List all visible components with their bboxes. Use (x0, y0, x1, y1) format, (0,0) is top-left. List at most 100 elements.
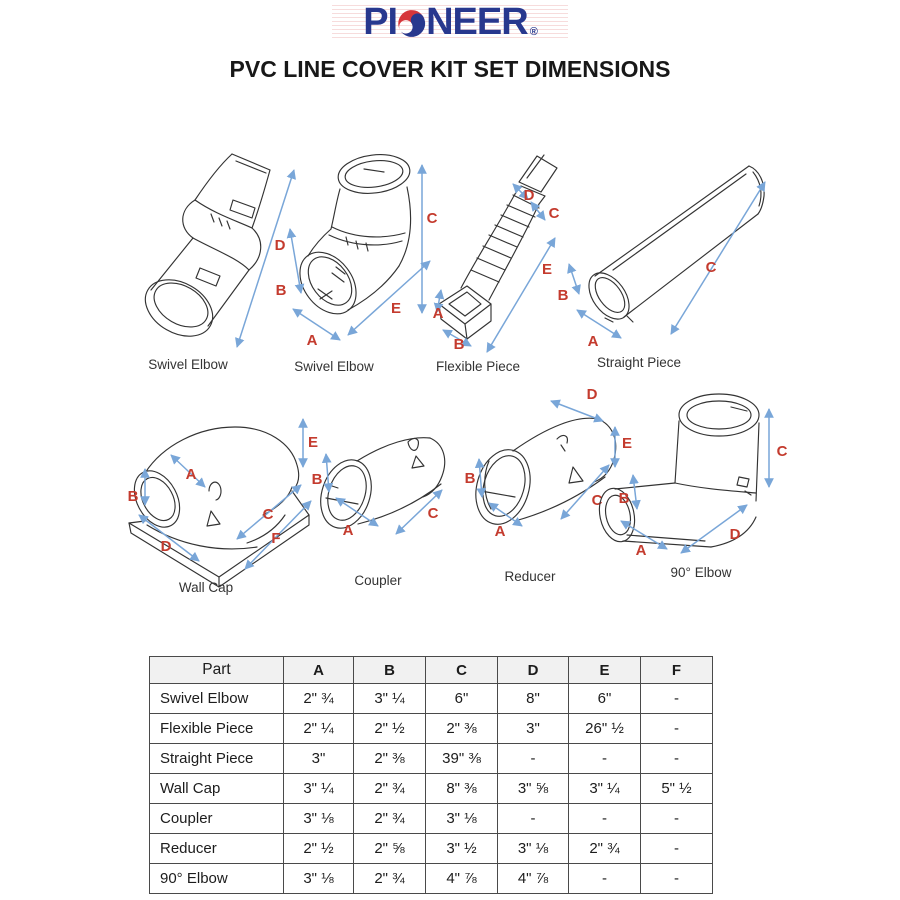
dim-letter-b: B (558, 287, 569, 304)
dimension-arrow (170, 454, 206, 488)
figure-caption: Swivel Elbow (294, 359, 374, 374)
dim-cell: 3" ½ (425, 833, 498, 864)
table-row: Coupler 3" ⅛ 2" ¾ 3" ⅛ - - - (149, 803, 713, 834)
dimension-arrow (286, 228, 305, 294)
part-cell: Reducer (149, 833, 284, 864)
dim-letter-b: B (619, 490, 630, 507)
dimension-arrow (567, 263, 581, 295)
part-cell: Straight Piece (149, 743, 284, 774)
coupler-figure: B A C (302, 398, 452, 583)
dim-cell: 2" ½ (353, 713, 426, 744)
header-row: Part A B C D E F (149, 656, 713, 684)
dimension-arrow (629, 474, 641, 510)
dimension-arrow (620, 520, 668, 550)
dimension-arrow (486, 237, 556, 353)
dimension-arrow (488, 502, 523, 527)
table-row: Straight Piece 3" 2" ⅜ 39" ⅜ - - - (149, 743, 713, 774)
dimension-arrow (560, 464, 610, 520)
dim-cell: 2" ¾ (283, 683, 354, 714)
dim-letter-e: E (391, 300, 401, 317)
dim-letter-c: C (263, 506, 274, 523)
dim-letter-c: C (549, 205, 560, 222)
page-title: PVC LINE COVER KIT SET DIMENSIONS (229, 56, 671, 82)
dim-letter-a: A (307, 332, 318, 349)
dim-cell: 3" (283, 743, 354, 774)
dim-cell: 2" ¾ (568, 833, 641, 864)
figure-caption: Flexible Piece (435, 359, 521, 374)
dim-cell: 26" ½ (568, 713, 641, 744)
part-sketch (588, 165, 765, 323)
figure-caption: Coupler (354, 573, 402, 588)
figure-caption: Swivel Elbow (148, 357, 228, 372)
dim-letter-b: B (465, 470, 476, 487)
table-row: Wall Cap 3" ¼ 2" ¾ 8" ⅜ 3" ⅝ 3" ¼ 5" ½ (149, 773, 713, 804)
part-sketch (128, 426, 310, 588)
dim-cell: 6" (425, 683, 498, 714)
dimension-arrow (474, 458, 487, 498)
dimensions-table: Part A B C D E F Swivel Elbow 2" ¾ 3" ¼ … (149, 656, 713, 894)
dim-letter-c: C (592, 492, 603, 509)
dim-cell: 2" ⅝ (353, 833, 426, 864)
dimension-arrow (530, 201, 546, 221)
dim-letter-d: D (161, 538, 172, 555)
dimension-arrow (292, 308, 341, 341)
dim-letter-b: B (454, 336, 465, 353)
table-row: Reducer 2" ½ 2" ⅝ 3" ½ 3" ⅛ 2" ¾ - (149, 833, 713, 864)
dim-letter-e: E (542, 261, 552, 278)
dimension-arrow (244, 500, 312, 570)
figure-caption: Reducer (504, 569, 556, 584)
dim-letter-c: C (706, 259, 717, 276)
part-sketch (438, 154, 558, 340)
brand-text-pre: PI (363, 0, 398, 43)
dim-cell: - (497, 743, 569, 774)
col-header-b: B (353, 656, 426, 684)
brand-text-post: NEER (426, 0, 529, 43)
straight-piece-figure: B A C (553, 148, 773, 353)
dimension-arrow (576, 309, 622, 339)
dimension-arrow (512, 183, 529, 200)
dim-cell: 4" ⅞ (425, 863, 498, 894)
taegeuk-icon (398, 9, 426, 37)
table-row: Flexible Piece 2" ¼ 2" ½ 2" ⅜ 3" 26" ½ - (149, 713, 713, 744)
dimension-arrow (680, 504, 748, 554)
col-header-e: E (568, 656, 641, 684)
dim-cell: - (640, 803, 713, 834)
dim-cell: 3" ⅛ (283, 863, 354, 894)
col-header-f: F (640, 656, 713, 684)
dim-letter-e: E (308, 434, 318, 451)
dim-cell: 3" ¼ (283, 773, 354, 804)
flexible-piece-figure: D C E A B (427, 142, 572, 362)
dim-letter-a: A (433, 305, 444, 322)
dim-cell: 3" ⅝ (497, 773, 569, 804)
part-cell: Wall Cap (149, 773, 284, 804)
dim-cell: 3" ¼ (353, 683, 426, 714)
dim-cell: 5" ½ (640, 773, 713, 804)
dimension-arrow (321, 453, 334, 493)
part-cell: Coupler (149, 803, 284, 834)
table-row: 90° Elbow 3" ⅛ 2" ¾ 4" ⅞ 4" ⅞ - - (149, 863, 713, 894)
part-cell: 90° Elbow (149, 863, 284, 894)
dim-letter-c: C (777, 443, 788, 460)
part-sketch (299, 154, 412, 315)
dim-cell: - (568, 863, 641, 894)
dim-cell: 2" ⅜ (425, 713, 498, 744)
dim-letter-d: D (275, 237, 286, 254)
dim-letter-b: B (276, 282, 287, 299)
dimension-arrow (433, 289, 445, 313)
figure-caption: 90° Elbow (670, 565, 732, 580)
ninety-degree-elbow-figure: C B A D (593, 385, 798, 580)
dim-letter-a: A (495, 523, 506, 540)
dim-letter-b: B (312, 471, 323, 488)
dim-letter-e: E (622, 435, 632, 452)
col-header-c: C (425, 656, 498, 684)
dim-cell: - (640, 683, 713, 714)
dim-cell: 3" (497, 713, 569, 744)
dim-cell: 2" ½ (283, 833, 354, 864)
registered-mark: ® (529, 26, 538, 38)
dim-letter-a: A (343, 522, 354, 539)
dim-letter-a: A (636, 542, 647, 559)
dimension-arrow (550, 399, 604, 423)
dim-cell: - (568, 803, 641, 834)
part-cell: Swivel Elbow (149, 683, 284, 714)
dimension-arrow (395, 489, 443, 535)
